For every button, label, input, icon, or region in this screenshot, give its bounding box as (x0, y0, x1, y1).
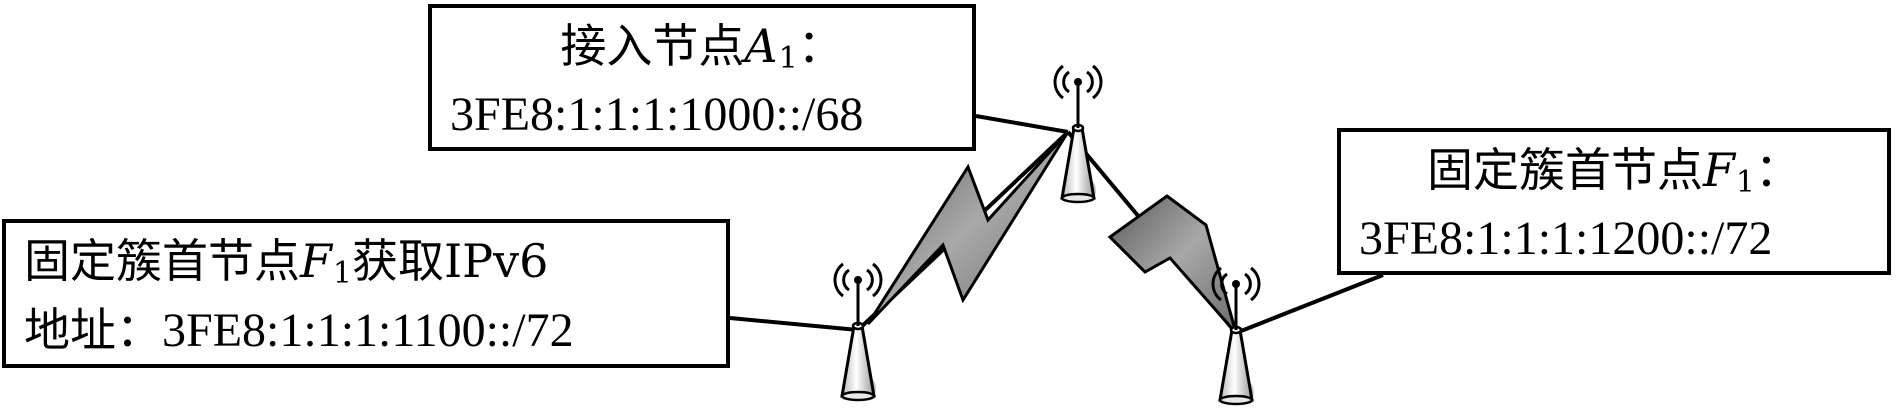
right-cluster-head-colon: ： (1755, 143, 1801, 197)
left-cluster-head-title-text: 固定簇首节点 (24, 234, 300, 288)
access-node-colon: ： (797, 19, 844, 73)
access-node-tower-icon (1053, 64, 1103, 204)
left-cluster-head-address-label: 地址： (24, 303, 162, 357)
wireless-link-left-icon (866, 130, 1070, 326)
access-node-title-text: 接入节点 (560, 19, 745, 73)
right-cluster-head-title: 固定簇首节点F1： (1359, 142, 1869, 211)
right-cluster-head-var: F (1702, 143, 1735, 197)
connector-access-node (975, 114, 1069, 134)
left-cluster-head-var: F (300, 234, 332, 288)
left-cluster-head-subscript: 1 (332, 256, 353, 291)
left-cluster-head-title-suffix: 获取IPv6 (352, 234, 549, 288)
left-cluster-head-tower-icon (833, 262, 883, 402)
connector-right-cluster-head (1235, 273, 1384, 335)
right-cluster-head-subscript: 1 (1735, 165, 1755, 200)
left-cluster-head-address: 3FE8:1:1:1:1100::/72 (162, 304, 574, 357)
right-cluster-head-address: 3FE8:1:1:1:1200::/72 (1359, 212, 1773, 265)
wireless-link-right-icon (1107, 194, 1238, 334)
left-cluster-head-address-line: 地址：3FE8:1:1:1:1100::/72 (24, 302, 708, 359)
access-node-subscript: 1 (778, 41, 798, 76)
access-node-title: 接入节点A1： (450, 18, 954, 87)
left-cluster-head-label-box: 固定簇首节点F1获取IPv6 地址：3FE8:1:1:1:1100::/72 (2, 219, 730, 368)
right-cluster-head-tower-icon (1211, 266, 1261, 406)
connector-left-cluster-head (729, 316, 859, 332)
access-node-label-box: 接入节点A1： 3FE8:1:1:1:1000::/68 (428, 4, 976, 151)
left-cluster-head-title: 固定簇首节点F1获取IPv6 (24, 233, 708, 302)
access-node-var: A (744, 19, 778, 73)
right-cluster-head-title-text: 固定簇首节点 (1426, 143, 1703, 197)
right-cluster-head-label-box: 固定簇首节点F1： 3FE8:1:1:1:1200::/72 (1337, 128, 1891, 275)
access-node-address: 3FE8:1:1:1:1000::/68 (450, 88, 864, 141)
